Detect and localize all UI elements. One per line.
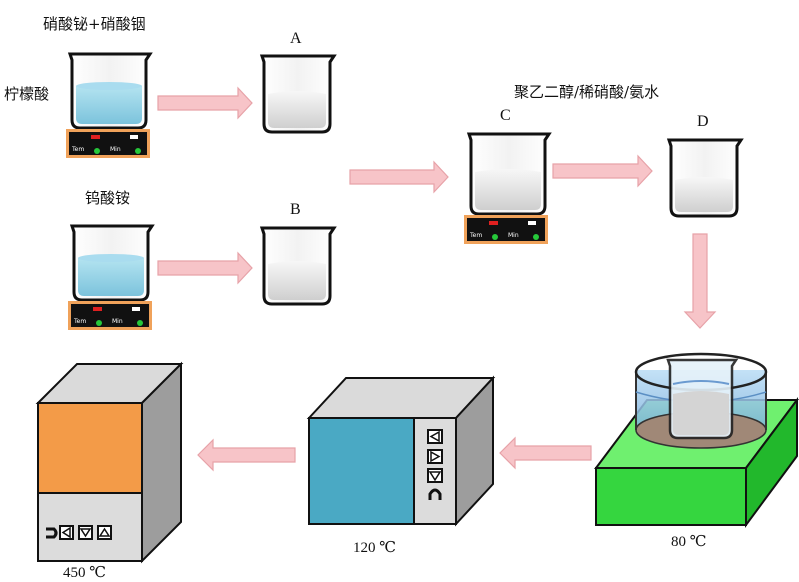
beaker-a bbox=[259, 54, 337, 134]
label-ammonium-tungstate: 钨酸铵 bbox=[85, 189, 131, 207]
arrow-to-furnace bbox=[197, 438, 296, 472]
beaker-b bbox=[259, 226, 337, 306]
temperature-furnace: 450 ℃ bbox=[63, 565, 107, 581]
arrow-to-a bbox=[157, 86, 253, 120]
arrow-to-water-bath bbox=[683, 233, 717, 329]
stirrer-minute-label: Min bbox=[110, 146, 121, 153]
temperature-oven: 120 ℃ bbox=[353, 540, 397, 556]
label-beaker-c: C bbox=[500, 107, 511, 124]
magnetic-stirrer: Tem Min bbox=[464, 215, 548, 244]
muffle-furnace bbox=[35, 361, 184, 564]
stirrer-minute-label: Min bbox=[112, 318, 123, 325]
arrow-to-d bbox=[552, 154, 653, 188]
label-beaker-d: D bbox=[697, 113, 709, 130]
arrow-to-b bbox=[157, 251, 253, 285]
stirrer-temperature-label: Tem bbox=[469, 232, 482, 239]
water-bath bbox=[634, 352, 768, 449]
beaker-citric-acid bbox=[67, 52, 153, 130]
beaker-in-water-bath bbox=[666, 358, 739, 440]
beaker-d bbox=[666, 138, 744, 218]
oven-control-panel bbox=[427, 429, 443, 500]
label-additives: 聚乙二醇/稀硝酸/氨水 bbox=[514, 83, 660, 101]
stirrer-temperature-label: Tem bbox=[71, 146, 84, 153]
temperature-water-bath: 80 ℃ bbox=[671, 534, 707, 550]
arrow-to-c bbox=[349, 160, 449, 194]
label-citric-acid: 柠檬酸 bbox=[4, 85, 50, 103]
magnetic-stirrer: Tem Min bbox=[68, 301, 152, 330]
arrow-to-oven bbox=[499, 436, 592, 470]
label-bismuth-indium-nitrate: 硝酸铋+硝酸铟 bbox=[43, 15, 146, 33]
stirrer-minute-label: Min bbox=[508, 232, 519, 239]
drying-oven bbox=[306, 375, 496, 527]
beaker-c bbox=[466, 132, 552, 216]
magnetic-stirrer: Tem Min bbox=[66, 129, 150, 158]
stirrer-temperature-label: Tem bbox=[73, 318, 86, 325]
label-beaker-a: A bbox=[290, 30, 302, 47]
beaker-ammonium-tungstate bbox=[69, 224, 155, 302]
label-beaker-b: B bbox=[290, 201, 301, 218]
furnace-control-panel bbox=[46, 525, 112, 540]
